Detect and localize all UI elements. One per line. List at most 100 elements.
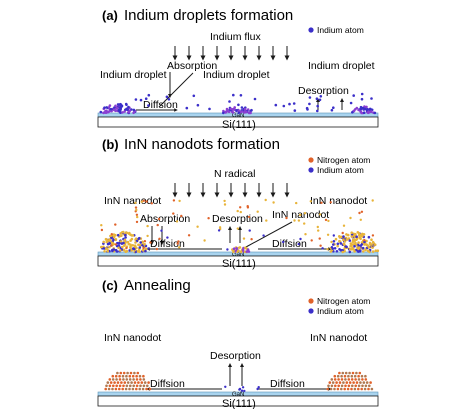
indium-atom bbox=[316, 109, 319, 113]
inn-nanodot-atom bbox=[112, 384, 115, 388]
indium-droplet-atom bbox=[368, 108, 372, 111]
indium-droplet-atom bbox=[103, 110, 107, 114]
nitrogen-atom bbox=[239, 210, 242, 214]
nitrogen-atom bbox=[203, 239, 206, 242]
nitrogen-atom bbox=[246, 206, 250, 209]
nanodot-atom bbox=[130, 249, 133, 252]
inn-nanodot-atom bbox=[142, 374, 145, 378]
inn-nanodot-atom bbox=[340, 384, 344, 388]
nitrogen-atom bbox=[187, 234, 191, 237]
indium-atom bbox=[147, 93, 151, 97]
inn-nanodot-atom bbox=[122, 378, 125, 381]
nanodot-atom bbox=[357, 246, 361, 249]
inn-nanodot-atom bbox=[111, 387, 114, 391]
inn-nanodot-atom bbox=[135, 378, 139, 381]
nanodot-atom bbox=[336, 242, 340, 246]
indium-droplet-atom bbox=[103, 106, 106, 109]
indium-atom bbox=[166, 236, 169, 239]
nitrogen-atom bbox=[318, 237, 321, 240]
nanodot-atom bbox=[120, 234, 123, 237]
indium-atom bbox=[226, 248, 229, 251]
panel-c-title: Annealing bbox=[124, 277, 191, 294]
inn-nanodot-atom bbox=[107, 387, 111, 391]
indium-droplet-atom bbox=[243, 107, 247, 111]
nanodot-atom bbox=[345, 245, 348, 249]
inn-nanodot-atom bbox=[343, 374, 347, 378]
inn-nanodot-atom bbox=[118, 384, 122, 388]
indium-droplet-atom bbox=[363, 105, 366, 108]
inn-nanodot-atom bbox=[137, 381, 140, 384]
inn-nanodot-atom bbox=[114, 387, 118, 391]
nitrogen-atom bbox=[100, 228, 104, 232]
inn-nanodot-atom bbox=[351, 371, 355, 375]
indium-atom bbox=[228, 100, 231, 103]
nanodot-atom bbox=[125, 231, 128, 234]
inn-nanodot-atom bbox=[333, 374, 337, 378]
inn-nanodot-atom bbox=[347, 378, 351, 381]
indium-atom bbox=[321, 247, 324, 250]
nitrogen-atom bbox=[256, 210, 259, 213]
indium-droplet-atom bbox=[360, 111, 363, 115]
nitrogen-atom bbox=[146, 224, 149, 228]
indium-atom bbox=[240, 389, 244, 392]
inn-nanodot-atom bbox=[341, 371, 345, 375]
inn-nanodot-atom bbox=[131, 387, 135, 391]
nanodot-atom bbox=[347, 237, 351, 240]
nanodot-atom bbox=[100, 245, 103, 249]
nanodot-atom bbox=[361, 232, 364, 236]
inn-nanodot-atom bbox=[360, 374, 364, 378]
nanodot-atom bbox=[114, 238, 117, 241]
inn-nanodot-atom bbox=[326, 387, 330, 391]
panel-c-legend-indium-label: Indium atom bbox=[317, 306, 364, 316]
indium-droplet-atom bbox=[224, 111, 228, 114]
indium-atom bbox=[308, 102, 311, 106]
inn-nanodot-atom bbox=[336, 387, 340, 391]
panel-b-flux-arrows bbox=[172, 183, 290, 198]
nanodot-atom bbox=[360, 243, 364, 246]
nanodot-atom bbox=[106, 249, 109, 253]
inn-nanodot-atom bbox=[344, 384, 347, 388]
indium-droplet-atom bbox=[222, 111, 225, 115]
nitrogen-atom bbox=[295, 201, 298, 205]
nanodot-atom bbox=[108, 249, 111, 253]
nitrogen-atom bbox=[146, 234, 149, 238]
nitrogen-atom bbox=[134, 206, 138, 209]
nanodot-atom bbox=[134, 241, 137, 244]
nanodot-atom bbox=[341, 250, 345, 254]
panel-c-gan-label: GaN bbox=[232, 392, 244, 398]
inn-nanodot-atom bbox=[354, 384, 358, 388]
nanodot-atom bbox=[115, 244, 119, 248]
indium-droplet-atom bbox=[235, 109, 238, 112]
inn-nanodot-atom bbox=[131, 374, 135, 378]
nitrogen-atom bbox=[125, 246, 128, 250]
inn-nanodot-atom bbox=[357, 378, 361, 381]
nanodot-atom bbox=[102, 240, 105, 244]
nanodot-atom bbox=[329, 250, 333, 253]
inn-nanodot-atom bbox=[135, 374, 138, 378]
nanodot-atom bbox=[141, 248, 145, 252]
nitrogen-atom bbox=[319, 244, 322, 247]
nanodot-atom bbox=[128, 249, 131, 252]
nitrogen-atom bbox=[342, 224, 346, 227]
panel-b-si-substrate bbox=[97, 255, 379, 267]
inn-nanodot-atom bbox=[123, 381, 127, 384]
inn-nanodot-atom bbox=[330, 378, 334, 381]
nanodot-atom bbox=[144, 249, 147, 253]
indium-atom bbox=[248, 229, 251, 232]
inn-nanodot-atom bbox=[370, 387, 374, 391]
panel-a-droplet-left-label: Indium droplet bbox=[100, 69, 167, 81]
nanodot-atom bbox=[353, 245, 356, 248]
inn-nanodot-atom bbox=[331, 381, 335, 384]
nitrogen-atom bbox=[309, 200, 312, 203]
nanodot-atom bbox=[232, 247, 236, 251]
nitrogen-atom bbox=[349, 216, 352, 220]
inn-nanodot-atom bbox=[124, 387, 128, 391]
nitrogen-atom bbox=[285, 216, 288, 220]
indium-atom bbox=[318, 98, 322, 102]
nanodot-atom bbox=[360, 235, 364, 238]
panel-b-nanodot-left-label: InN nanodot bbox=[104, 195, 161, 207]
nanodot-atom bbox=[355, 235, 358, 238]
inn-nanodot-atom bbox=[330, 384, 334, 388]
nanodot-atom bbox=[131, 234, 135, 237]
nitrogen-atom bbox=[327, 219, 330, 223]
